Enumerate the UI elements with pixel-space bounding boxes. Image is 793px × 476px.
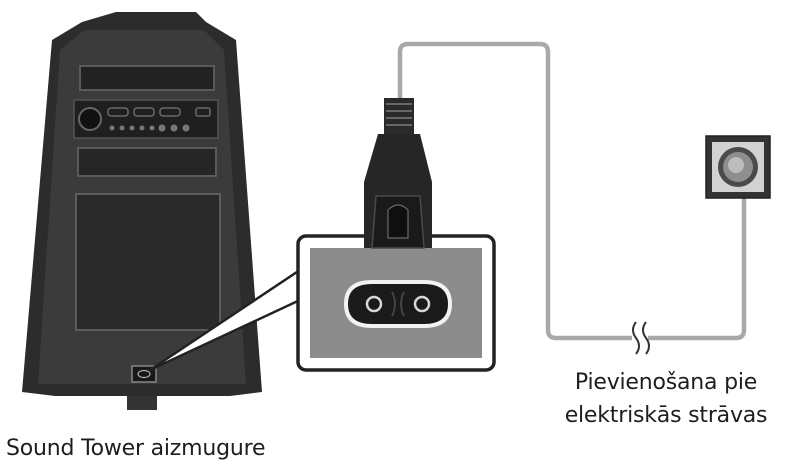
power-connection-caption: Pievienošana pie elektriskās strāvas — [548, 366, 784, 432]
button-row — [109, 124, 190, 132]
tower-top-grille — [79, 65, 215, 91]
power-caption-line-2: elektriskās strāvas — [564, 403, 768, 428]
power-inlet-callout — [296, 234, 496, 372]
port-icon — [159, 107, 181, 117]
tower-woofer-panel — [75, 193, 221, 331]
port-icon — [133, 107, 155, 117]
volume-knob-icon — [78, 107, 102, 131]
port-icon — [107, 107, 129, 117]
tower-mid-panel — [77, 147, 217, 177]
speaker-tower-back — [22, 12, 262, 410]
power-cable — [397, 41, 747, 341]
wall-socket — [705, 135, 771, 199]
tower-back-caption: Sound Tower aizmugure — [6, 436, 266, 461]
cable-break-mark — [632, 321, 650, 355]
power-plug — [364, 98, 432, 249]
power-caption-line-1: Pievienošana pie — [574, 370, 758, 395]
port-icon — [195, 107, 211, 117]
figure-eight-socket-icon — [343, 280, 453, 328]
